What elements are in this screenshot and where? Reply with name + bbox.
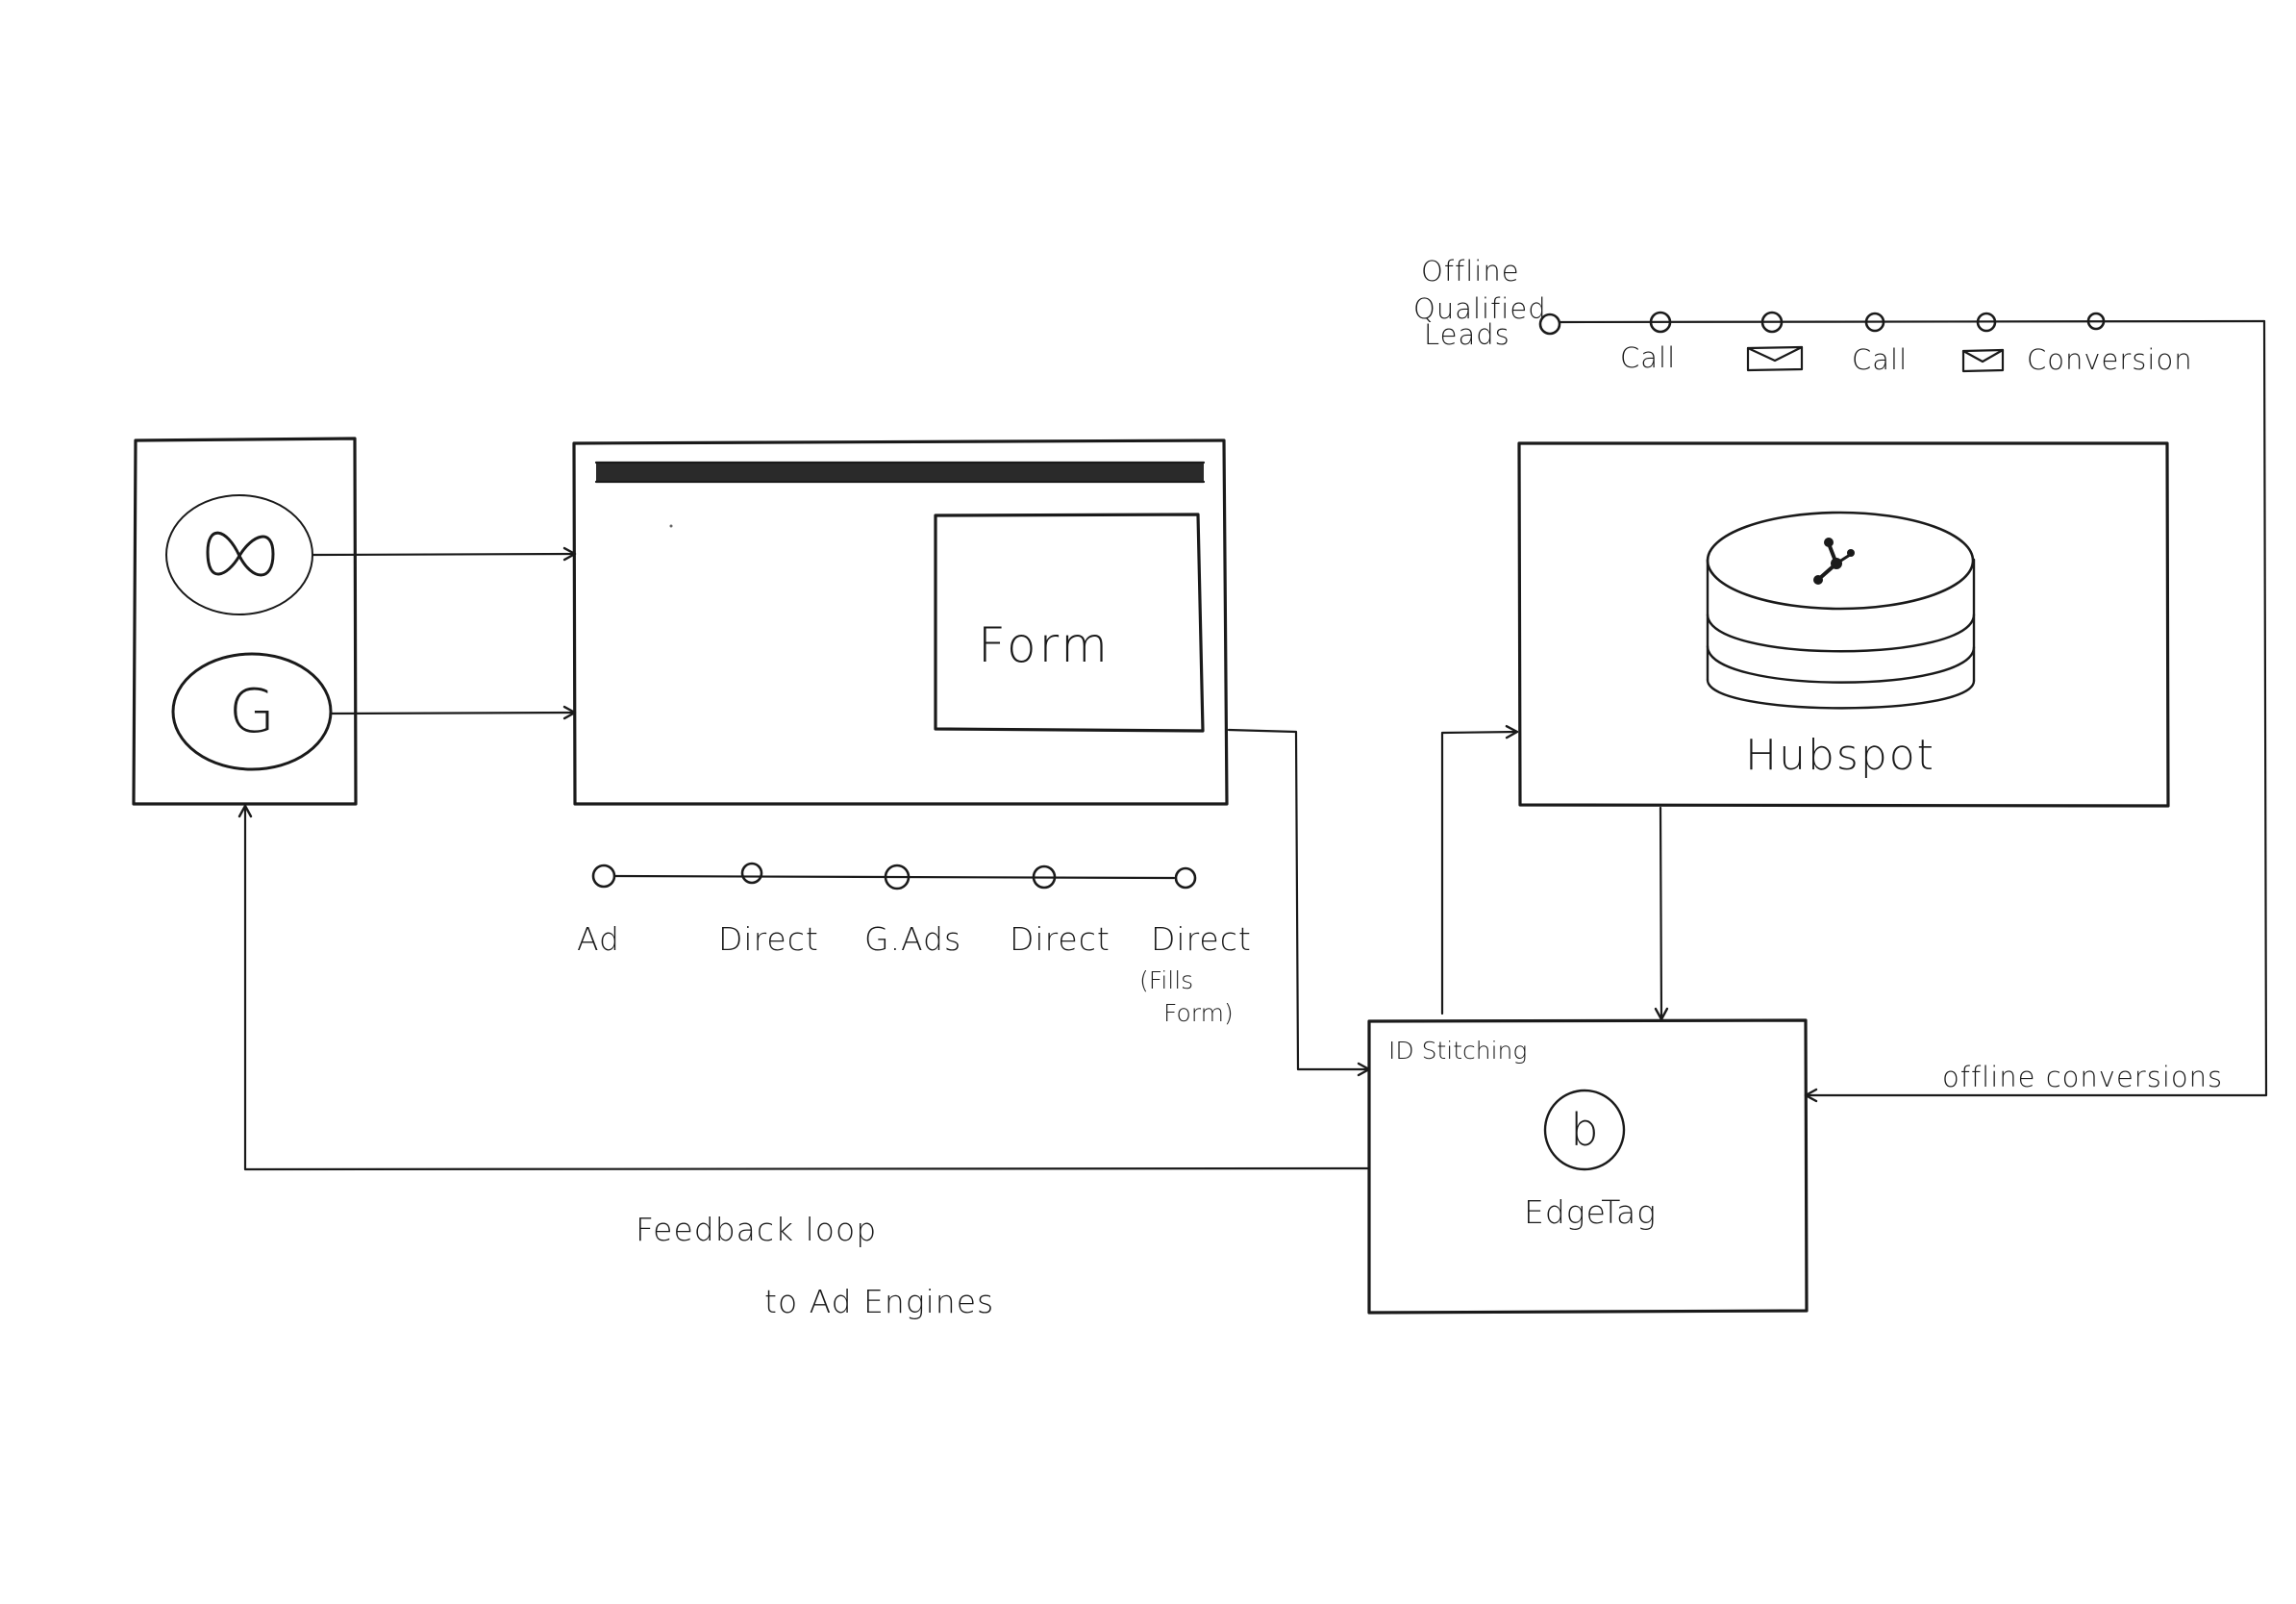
- offline-title-line2: Qualified: [1413, 292, 1547, 325]
- ad-engines-box: G: [132, 437, 358, 806]
- hubspot-box: Hubspot: [1517, 441, 2170, 808]
- offline-step-label: Conversion: [2027, 343, 2193, 376]
- web-journey-timeline: Ad Direct G.Ads Direct Direct (Fills For…: [577, 862, 1252, 1027]
- offline-step-label: Call: [1852, 343, 1908, 376]
- arrow-offline-to-edgetag: [1804, 319, 2268, 1103]
- feedback-label-line1: Feedback loop: [636, 1211, 877, 1248]
- journey-node: [884, 864, 911, 890]
- edgetag-caption: ID Stitching: [1388, 1037, 1527, 1065]
- offline-node: [1976, 312, 1997, 333]
- journey-step-label: Direct: [1010, 920, 1111, 958]
- feedback-label-line2: to Ad Engines: [764, 1283, 994, 1320]
- edgetag-logo-letter: b: [1570, 1104, 1598, 1156]
- hubspot-sprocket-icon: [1813, 538, 1855, 585]
- edgetag-label: EdgeTag: [1524, 1193, 1657, 1231]
- offline-journey-timeline: Offline Qualified Leads Call Call Conver…: [1413, 255, 2266, 376]
- offline-node: [1760, 311, 1784, 334]
- hubspot-label: Hubspot: [1745, 731, 1935, 780]
- offline-title-line3: Leads: [1424, 318, 1510, 351]
- form-label: Form: [978, 617, 1111, 673]
- edgetag-logo: [1543, 1089, 1626, 1171]
- journey-step-label: Direct: [1151, 920, 1252, 958]
- journey-node: [1174, 866, 1197, 890]
- email-icon: [1746, 345, 1804, 372]
- website-window: Form: [572, 439, 1229, 806]
- offline-node: [1649, 311, 1672, 334]
- edgetag-box: ID Stitching b EdgeTag: [1367, 1018, 1809, 1315]
- hubspot-database-icon: [1706, 511, 1976, 710]
- journey-step-label: Direct: [718, 920, 819, 958]
- arrow-edgetag-to-hubspot: [1440, 724, 1519, 1015]
- journey-step-label: G.Ads: [864, 920, 961, 958]
- meta-logo: [165, 494, 313, 615]
- offline-node: [1864, 312, 1885, 333]
- arrow-feedback-loop: [237, 804, 1369, 1171]
- journey-note-line1: (Fills: [1139, 966, 1193, 994]
- offline-title-line1: Offline: [1421, 255, 1520, 288]
- email-icon: [1961, 348, 2005, 373]
- google-logo: G: [171, 652, 333, 771]
- arrow-form-to-edgetag: [1227, 728, 1371, 1077]
- arrow-google-to-website: [329, 705, 577, 720]
- offline-conversions-label: offline conversions: [1942, 1061, 2223, 1093]
- arrow-hubspot-to-edgetag: [1654, 806, 1669, 1021]
- journey-node: [1032, 865, 1057, 890]
- offline-step-label: Call: [1620, 341, 1676, 374]
- journey-node: [740, 862, 763, 885]
- journey-node: [591, 864, 616, 889]
- journey-note-line2: Form): [1163, 999, 1234, 1027]
- form-box: Form: [934, 513, 1205, 733]
- ink-dot: [669, 524, 673, 528]
- browser-title-bar: [596, 463, 1204, 482]
- meta-infinity-icon: [206, 531, 275, 577]
- offline-node: [1538, 313, 1561, 336]
- offline-node: [2086, 312, 2106, 331]
- google-logo-letter: G: [229, 676, 275, 746]
- arrow-meta-to-website: [312, 546, 577, 562]
- journey-step-label: Ad: [577, 920, 620, 958]
